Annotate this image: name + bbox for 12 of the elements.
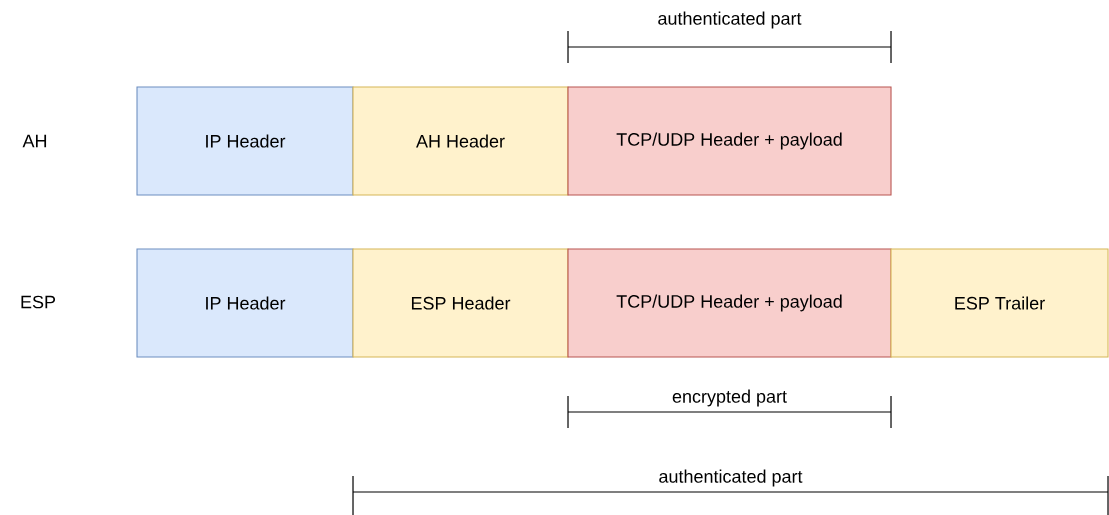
row-label: ESP — [21, 295, 56, 309]
dimension-label: encrypted part — [672, 389, 787, 407]
packet-field-box: IP Header — [136, 248, 354, 358]
packet-field-box: ESP Header — [352, 248, 569, 358]
dimension-label: authenticated part — [659, 469, 803, 487]
dimension-label: authenticated part — [658, 11, 802, 29]
packet-field-box: TCP/UDP Header + payload — [567, 248, 892, 358]
row-label: AH — [22, 134, 47, 148]
packet-field-box: IP Header — [136, 86, 354, 196]
packet-field-box: AH Header — [352, 86, 569, 196]
packet-field-box: ESP Trailer — [890, 248, 1109, 358]
packet-field-box: TCP/UDP Header + payload — [567, 86, 892, 196]
